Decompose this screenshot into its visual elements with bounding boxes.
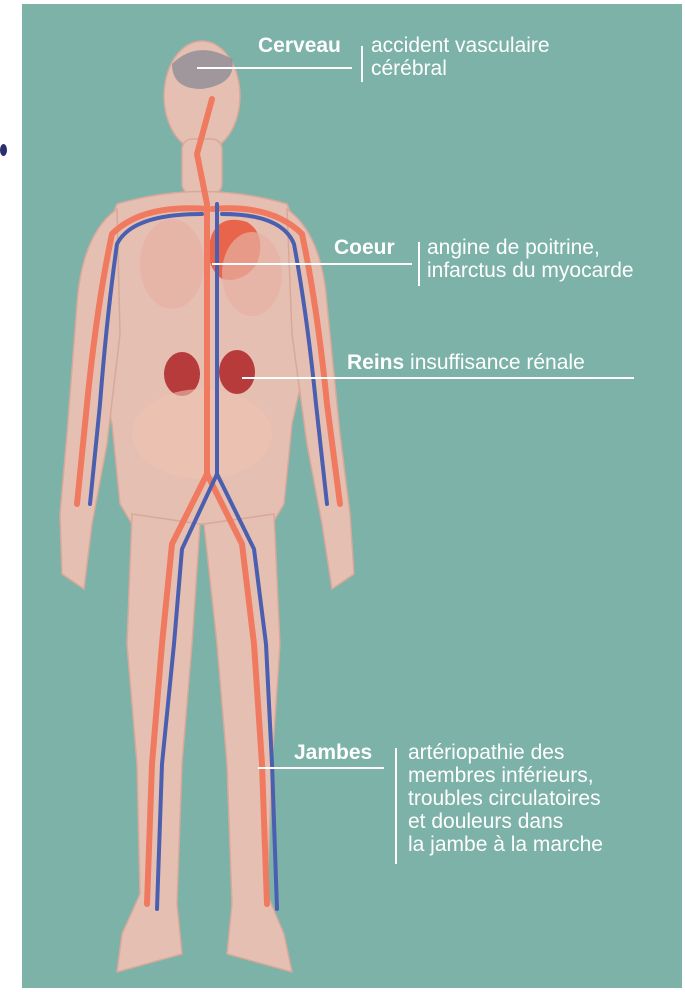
body-silhouette — [60, 41, 354, 972]
legs-desc: artériopathie des membres inférieurs, tr… — [408, 741, 603, 856]
legs-desc-line: troubles circulatoires — [408, 787, 603, 810]
kidneys-organ: Reins — [347, 351, 404, 374]
heart-organ: Coeur — [334, 236, 395, 259]
heart-desc-line: angine de poitrine, — [427, 236, 634, 259]
diagram-panel: Cerveau accident vasculaire cérébral Coe… — [22, 4, 682, 988]
legs-desc-line: la jambe à la marche — [408, 833, 603, 856]
brain-label: Cerveau — [258, 34, 341, 57]
heart-desc: angine de poitrine, infarctus du myocard… — [427, 236, 634, 282]
brain-desc-line: accident vasculaire — [371, 34, 550, 57]
kidneys-label: Reins insuffisance rénale — [347, 351, 585, 374]
legs-desc-line: et douleurs dans — [408, 810, 603, 833]
legs-label: Jambes — [294, 741, 372, 764]
brain-desc: accident vasculaire cérébral — [371, 34, 550, 80]
kidneys-desc: insuffisance rénale — [410, 351, 585, 374]
legs-organ: Jambes — [294, 741, 372, 764]
brain-desc-line: cérébral — [371, 57, 550, 80]
heart-label: Coeur — [334, 236, 395, 259]
legs-desc-line: artériopathie des — [408, 741, 603, 764]
bullet-dot — [0, 144, 7, 156]
kidney-icon — [219, 350, 255, 394]
heart-desc-line: infarctus du myocarde — [427, 259, 634, 282]
legs-desc-line: membres inférieurs, — [408, 764, 603, 787]
brain-organ: Cerveau — [258, 34, 341, 57]
